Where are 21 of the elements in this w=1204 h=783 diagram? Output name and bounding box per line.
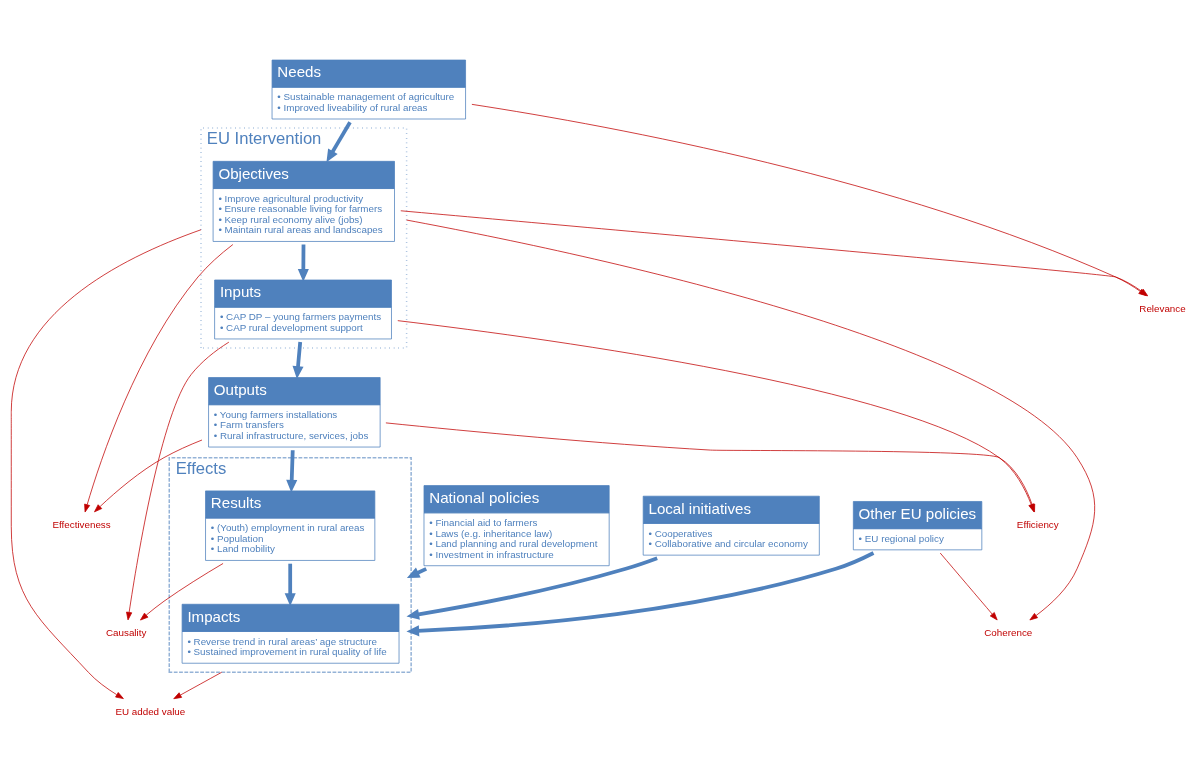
arrow [326, 121, 352, 163]
arrow [406, 556, 658, 620]
arrow [939, 552, 998, 621]
arrow [126, 341, 230, 621]
node-text: Efficiency [1016, 519, 1059, 531]
arrow [297, 244, 309, 282]
node-text: Relevance [1139, 303, 1186, 315]
arrow [406, 219, 1095, 621]
arrow [406, 551, 875, 637]
arrow [286, 450, 298, 493]
node-text: Effectiveness [52, 519, 111, 531]
node-text: Causality [105, 627, 147, 639]
arrow [173, 671, 223, 700]
node-text: EU added value [115, 705, 186, 717]
arrow [94, 439, 203, 513]
arrow [140, 563, 224, 621]
node-text: Coherence [984, 627, 1033, 639]
arrow [284, 563, 296, 606]
arrow [10, 229, 202, 699]
arrow [84, 244, 234, 513]
arrow [292, 341, 304, 379]
